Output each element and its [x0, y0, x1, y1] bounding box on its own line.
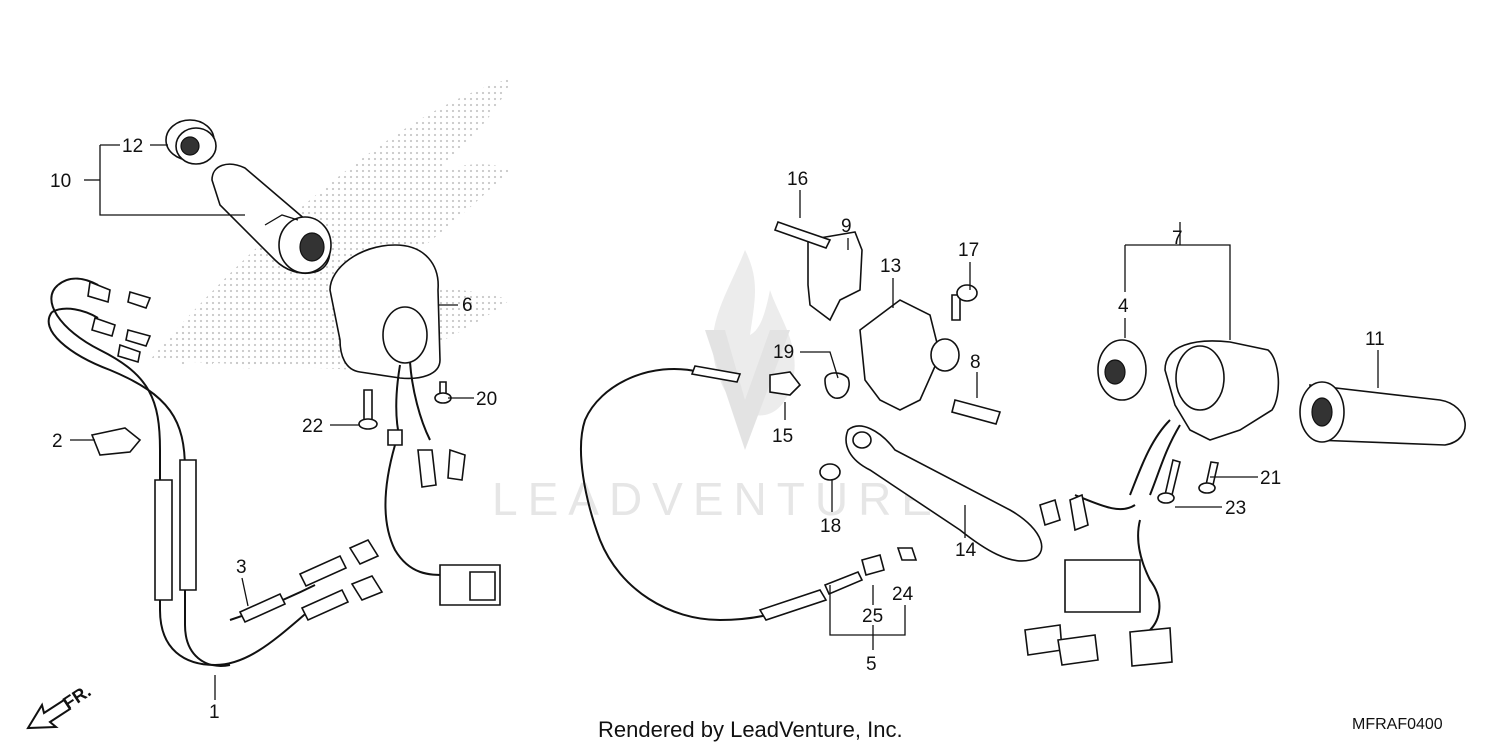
diagram-code: MFRAF0400 — [1352, 716, 1443, 733]
callout-labels: 1 2 3 4 5 6 7 8 9 10 11 12 13 14 15 16 1… — [50, 136, 1385, 723]
callout-7: 7 — [1172, 228, 1183, 249]
front-direction-marker: FR. — [26, 681, 95, 730]
callout-18: 18 — [820, 516, 841, 537]
left-grip — [1299, 381, 1466, 446]
callout-6: 6 — [462, 295, 473, 316]
callout-14: 14 — [955, 540, 977, 561]
rendered-by-credit: Rendered by LeadVenture, Inc. — [598, 717, 903, 742]
grip-end-bearing — [165, 119, 217, 165]
clutch-lever-holder — [773, 220, 1002, 425]
right-handlebar-switch — [329, 244, 501, 606]
switch-screws-left — [358, 381, 452, 430]
callout-9: 9 — [841, 216, 852, 237]
callout-15: 15 — [772, 426, 793, 447]
leader-lines — [70, 144, 1379, 700]
callout-11: 11 — [1365, 329, 1385, 350]
callout-25: 25 — [862, 606, 883, 627]
grip-end-ring — [1097, 339, 1147, 401]
watermark-text: LEADVENTURE — [492, 473, 942, 525]
callout-24: 24 — [892, 584, 914, 605]
throttle-grip — [211, 163, 332, 275]
cable-clamp — [90, 427, 142, 456]
throttle-cable-assembly — [47, 277, 384, 667]
left-handlebar-switch — [1024, 340, 1280, 667]
clutch-cable — [580, 365, 864, 622]
callout-2: 2 — [52, 431, 63, 452]
callout-12: 12 — [122, 136, 143, 157]
callout-19: 19 — [773, 342, 794, 363]
callout-1: 1 — [209, 702, 220, 723]
callout-22: 22 — [302, 416, 323, 437]
callout-3: 3 — [236, 557, 247, 578]
switch-screws-right — [1157, 458, 1219, 504]
callout-17: 17 — [958, 240, 979, 261]
callout-8: 8 — [970, 352, 981, 373]
callout-21: 21 — [1260, 468, 1281, 489]
adjuster-and-pivot-parts — [769, 371, 918, 576]
callout-10: 10 — [50, 171, 71, 192]
front-arrow-icon — [26, 698, 72, 730]
callout-23: 23 — [1225, 498, 1246, 519]
callout-20: 20 — [476, 389, 497, 410]
callout-5: 5 — [866, 654, 877, 675]
callout-13: 13 — [880, 256, 901, 277]
callout-16: 16 — [787, 169, 808, 190]
clutch-lever — [845, 425, 1043, 562]
callout-4: 4 — [1118, 296, 1129, 317]
